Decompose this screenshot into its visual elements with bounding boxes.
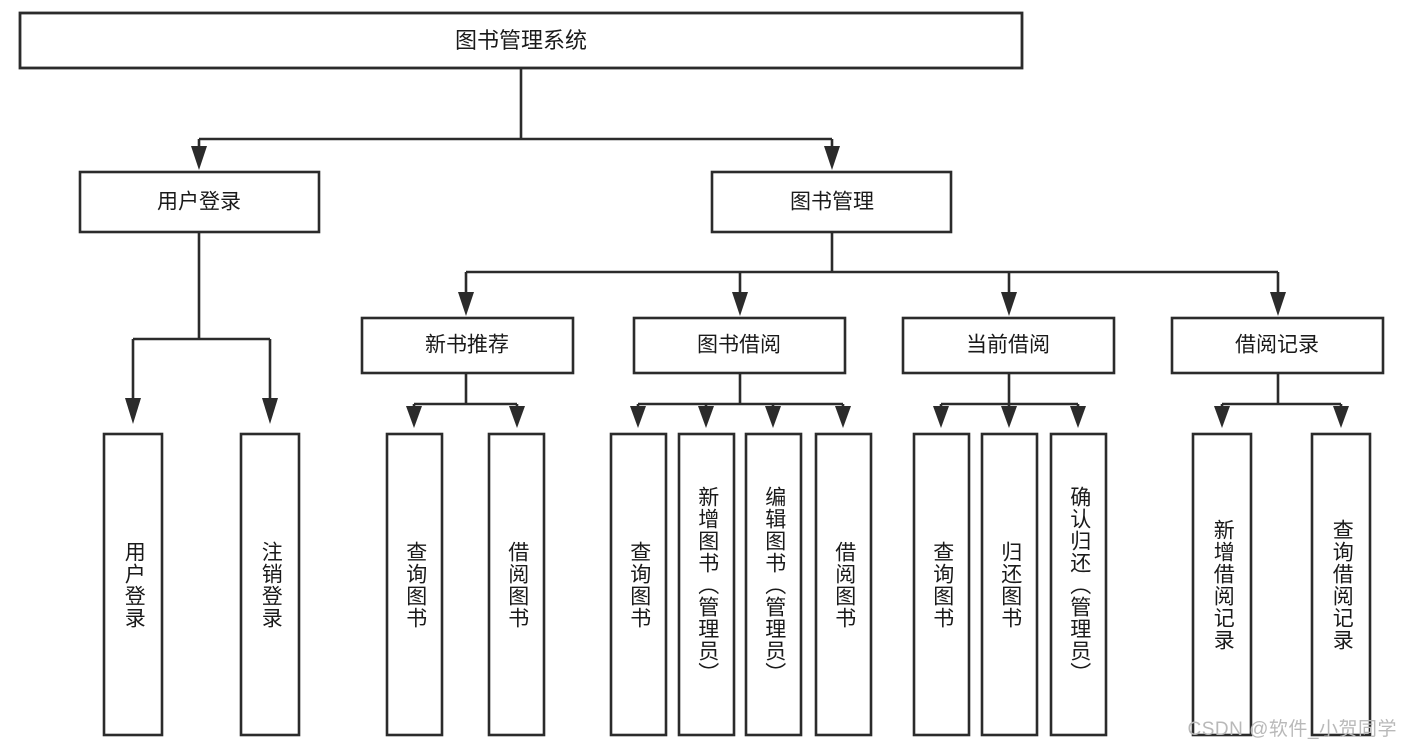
arrowhead-book-mgmt	[824, 146, 840, 170]
leaf-box-edit-book-admin[interactable]	[744, 432, 803, 737]
arrowhead-borrow-record	[1270, 292, 1286, 316]
arrowhead-new-book-rec	[458, 292, 474, 316]
node-new-book-recommendation-box	[360, 316, 575, 375]
arrowhead-nbr-child-1	[406, 406, 422, 428]
connectors-book-mgmt-to-level3	[458, 232, 1286, 316]
connectors-user-login-to-leaves	[125, 232, 278, 424]
leaf-box-query-book-1[interactable]	[385, 432, 444, 737]
arrowhead-nbr-child-2	[509, 406, 525, 428]
arrowhead-current-borrow	[1001, 292, 1017, 316]
node-book-management-box	[710, 170, 953, 234]
leaf-box-query-borrow-record[interactable]	[1310, 432, 1372, 737]
node-root-label: 图书管理系统	[455, 28, 587, 53]
connectors-book-borrow-to-leaves	[630, 373, 851, 428]
arrowhead-user-login	[191, 146, 207, 170]
node-new-book-recommendation-label: 新书推荐	[425, 334, 509, 357]
leaf-box-user-login[interactable]	[102, 432, 164, 737]
arrowhead-book-borrow	[732, 292, 748, 316]
leaf-box-add-book-admin[interactable]	[677, 432, 736, 737]
leaf-box-query-book-2[interactable]	[609, 432, 668, 737]
leaf-box-logout[interactable]	[239, 432, 301, 737]
connectors-new-book-rec-to-leaves	[406, 373, 525, 428]
arrowhead-bb-child-4	[835, 406, 851, 428]
node-user-login-label: 用户登录	[157, 191, 241, 214]
node-current-borrowing-box	[901, 316, 1116, 375]
arrowhead-leaf-user-login	[125, 398, 141, 424]
connectors-current-borrow-to-leaves	[933, 373, 1086, 428]
node-borrowing-record[interactable]: 借阅记录	[1170, 316, 1385, 375]
connectors-borrow-record-to-leaves	[1214, 373, 1349, 428]
leaf-box-confirm-return-admin[interactable]	[1049, 432, 1108, 737]
node-book-borrowing[interactable]: 图书借阅	[632, 316, 847, 375]
node-book-management[interactable]: 图书管理	[710, 170, 953, 234]
connectors-root-to-level2	[191, 68, 840, 170]
arrowhead-bb-child-2	[698, 406, 714, 428]
watermark-text: CSDN @软件_小贺同学	[1187, 719, 1397, 740]
leaf-box-add-borrow-record[interactable]	[1191, 432, 1253, 737]
node-borrowing-record-box	[1170, 316, 1385, 375]
arrowhead-bb-child-1	[630, 406, 646, 428]
arrowhead-bb-child-3	[765, 406, 781, 428]
leaf-boxes	[102, 432, 1372, 737]
arrowhead-cb-child-3	[1070, 406, 1086, 428]
node-root-book-management-system[interactable]: 图书管理系统	[18, 11, 1024, 70]
arrowhead-cb-child-1	[933, 406, 949, 428]
leaf-box-query-book-3[interactable]	[912, 432, 971, 737]
node-new-book-recommendation[interactable]: 新书推荐	[360, 316, 575, 375]
node-book-borrowing-label: 图书借阅	[697, 334, 781, 357]
arrowhead-cb-child-2	[1001, 406, 1017, 428]
node-current-borrowing-label: 当前借阅	[966, 334, 1050, 357]
node-book-management-label: 图书管理	[790, 191, 874, 214]
node-borrowing-record-label: 借阅记录	[1235, 334, 1319, 357]
arrowhead-br-child-1	[1214, 406, 1230, 428]
node-user-login[interactable]: 用户登录	[78, 170, 321, 234]
leaf-box-borrow-book-1[interactable]	[487, 432, 546, 737]
node-book-borrowing-box	[632, 316, 847, 375]
arrowhead-leaf-logout	[262, 398, 278, 424]
leaf-box-return-book[interactable]	[980, 432, 1039, 737]
node-root-box	[18, 11, 1024, 70]
leaf-box-borrow-book-2[interactable]	[814, 432, 873, 737]
node-current-borrowing[interactable]: 当前借阅	[901, 316, 1116, 375]
node-user-login-box	[78, 170, 321, 234]
arrowhead-br-child-2	[1333, 406, 1349, 428]
